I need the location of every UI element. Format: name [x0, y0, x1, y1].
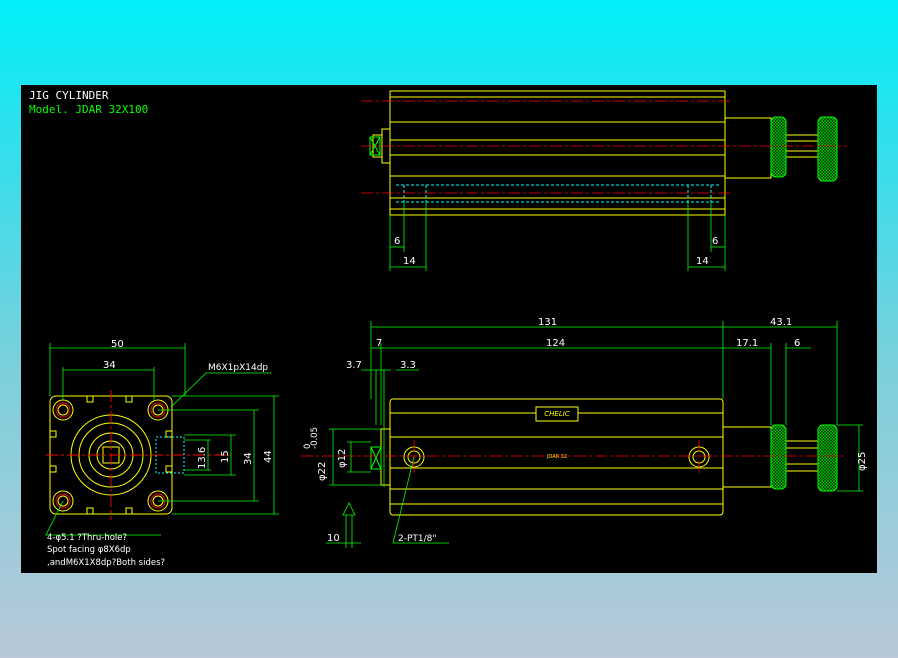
drawing-frame: JIG CYLINDER Model. JDAR 32X100	[21, 85, 877, 573]
dim-rod-dia: φ22	[317, 462, 328, 481]
cad-drawing: 6 14 6 14	[45, 90, 868, 568]
label-port: 2-PT1/8"	[398, 534, 437, 544]
side-knob-right	[817, 424, 838, 492]
dim-top-right-14: 14	[696, 256, 709, 267]
dim-rod-tol-top: 0	[303, 444, 313, 449]
dim-end-13-6: 13.6	[197, 447, 208, 469]
dim-end-34-width: 34	[103, 360, 116, 371]
top-knob-right	[817, 116, 838, 182]
dim-top-right-6: 6	[712, 236, 718, 247]
end-thread-hole	[155, 436, 185, 474]
dim-side-43-1: 43.1	[770, 317, 792, 328]
dim-side-3-7: 3.7	[346, 360, 362, 371]
dim-top-left-6: 6	[394, 236, 400, 247]
dim-end-34-height: 34	[243, 452, 254, 465]
dim-side-131: 131	[538, 317, 557, 328]
dim-dia-12: φ12	[337, 449, 348, 468]
title-block: JIG CYLINDER Model. JDAR 32X100	[29, 89, 148, 117]
dim-side-124: 124	[546, 338, 565, 349]
dim-side-10: 10	[327, 533, 340, 544]
dim-end-50: 50	[111, 339, 124, 350]
end-view: 50 34 44 34 15 13.6 M6X1pX14dp 4-φ5.1 ?T…	[45, 339, 279, 568]
brand-plate	[535, 406, 579, 422]
model-mark: JDAR 32	[546, 454, 567, 460]
title-model: Model. JDAR 32X100	[29, 103, 149, 116]
note-spot-facing: Spot facing φ8X6dp	[47, 545, 131, 555]
dim-end-44: 44	[263, 450, 274, 463]
dim-top-left-14: 14	[403, 256, 416, 267]
dim-rod-tol-bot: -0.05	[310, 427, 320, 449]
dim-dia-25: φ25	[857, 452, 868, 471]
title-main: JIG CYLINDER	[29, 89, 109, 102]
brand-label: CHELIC	[544, 410, 570, 418]
top-knob-left	[770, 116, 787, 178]
dim-side-7: 7	[376, 338, 382, 349]
dim-end-15: 15	[220, 450, 231, 463]
side-view: CHELIC JDAR 32	[301, 317, 868, 548]
side-knob-left	[770, 424, 787, 490]
dim-side-17-1: 17.1	[736, 338, 758, 349]
top-view: 6 14 6 14	[361, 90, 847, 271]
dim-side-3-3: 3.3	[400, 360, 416, 371]
dim-side-6: 6	[794, 338, 800, 349]
top-body-outline	[389, 90, 726, 216]
note-holes: 4-φ5.1 ?Thru-hole?	[47, 533, 127, 543]
label-thread: M6X1pX14dp	[208, 363, 268, 373]
note-tap: ,andM6X1X8dp?Both sides?	[47, 558, 165, 568]
